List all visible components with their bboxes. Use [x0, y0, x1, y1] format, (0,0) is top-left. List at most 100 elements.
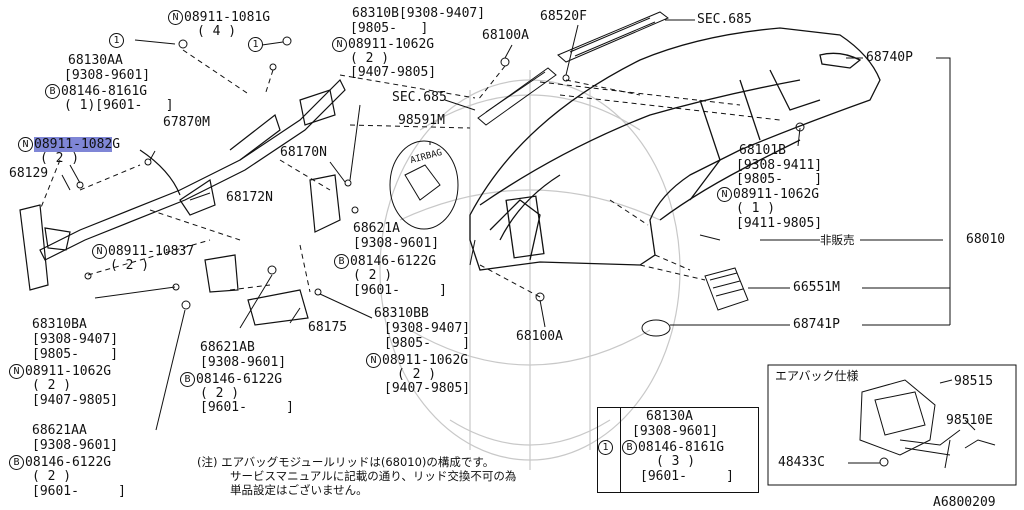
label-68172n: 68172N [226, 190, 273, 205]
label-67870m: 67870M [163, 115, 210, 130]
note-line-2: サービスマニュアルに記載の通り、リッド交換不可の為 [230, 469, 517, 483]
watermark-crest [379, 70, 681, 470]
label-98591m: 98591M [398, 113, 445, 128]
label-68175: 68175 [308, 320, 348, 335]
label-68621ab: 68621AB [200, 340, 255, 355]
n-mark-icon: N [717, 187, 732, 202]
label-68310b-r1: [9805- ] [350, 21, 429, 36]
label-68621ab-r1: [9308-9601] [200, 355, 287, 370]
highlighted-part-number[interactable]: 08911-1082 [34, 137, 113, 152]
steering-member-frame [19, 78, 346, 326]
n-mark-icon: N [332, 37, 347, 52]
callout-1-icon: 1 [109, 33, 124, 48]
part-number: 08911-1062G [382, 353, 469, 368]
label-68621aa-r4: [9601- ] [32, 484, 126, 499]
n-mark-icon: N [9, 364, 24, 379]
defroster-grilles [477, 11, 669, 126]
ref-box-68130a-r1: [9308-9601] [632, 424, 719, 439]
n-mark-icon: N [92, 244, 107, 259]
label-48433c: 48433C [778, 455, 825, 470]
part-number: 08911-1062G [25, 364, 112, 379]
label-68101b-r1: [9308-9411] [736, 158, 823, 173]
label-qty: ( 4 ) [197, 24, 237, 39]
callout-1-right: 1 [248, 37, 264, 52]
label-68101b: 68101B [739, 143, 786, 158]
label-68310bb-r2: [9805- ] [384, 336, 471, 351]
n-mark-icon: N [18, 137, 33, 152]
label-68130aa-r1: [9308-9601] [64, 68, 151, 83]
label-sec685-mid: SEC.685 [392, 90, 447, 105]
label-98515: 98515 [954, 374, 994, 389]
side-vent-66551m [704, 267, 749, 311]
label-68310bb-r1: [9308-9407] [384, 321, 471, 336]
label-68621a-r3: ( 2 ) [353, 268, 393, 283]
label-66551m: 66551M [793, 280, 840, 295]
label-68101b-r5: [9411-9805] [736, 216, 823, 231]
label-68741p: 68741P [793, 317, 840, 332]
airbag-lid [389, 140, 459, 230]
label-08911-10837-qty: ( 2 ) [110, 258, 150, 273]
label-68310b-r4: [9407-9805] [350, 65, 437, 80]
label-68621aa-r3: ( 2 ) [32, 469, 72, 484]
ref-box-68130a-r4: [9601- ] [640, 469, 734, 484]
n-mark-icon: N [366, 353, 381, 368]
label-68170n: 68170N [280, 145, 327, 160]
b-mark-icon: B [334, 254, 349, 269]
part-number: 08146-8161G [61, 84, 148, 99]
b-mark-icon: B [180, 372, 195, 387]
label-68621a: 68621A [353, 221, 400, 236]
ref-box-68130a-title: 68130A [646, 409, 693, 424]
label-68310ba-r1: [9308-9407] [32, 332, 119, 347]
airbag-spec-box [767, 364, 1017, 486]
label-not-for-sale: 非販売 [820, 233, 855, 247]
diagram-id: A6800209 [933, 495, 996, 510]
label-68621aa-r1: [9308-9601] [32, 438, 119, 453]
ref-box-68130a [597, 407, 759, 493]
label-68621ab-r4: [9601- ] [200, 400, 294, 415]
part-number: 08911-1081G [184, 10, 271, 25]
part-number: 08146-6122G [350, 254, 437, 269]
label-68621aa: 68621AA [32, 423, 87, 438]
label-68310ba-r4: ( 2 ) [32, 378, 72, 393]
dashboard-panel [469, 27, 881, 271]
label-68310bb-r5: [9407-9805] [384, 381, 471, 396]
label-68310ba-r2: [9805- ] [32, 347, 119, 362]
label-sec685-top: SEC.685 [697, 12, 752, 27]
label-68621a-r1: [9308-9601] [353, 236, 440, 251]
ref-box-divider [620, 408, 621, 492]
part-number: 08146-6122G [25, 455, 112, 470]
guide-lines-dashed [39, 49, 781, 298]
callout-1-icon: 1 [248, 37, 263, 52]
label-68129: 68129 [9, 166, 49, 181]
label-68130aa-r3: ( 1)[9601- ] [64, 98, 174, 113]
ref-box-callout-1: 1 [598, 440, 614, 455]
label-68101b-r2: [9805- ] [736, 172, 823, 187]
b-mark-icon: B [9, 455, 24, 470]
label-68100a-bottom: 68100A [516, 329, 563, 344]
label-68310b-r3: ( 2 ) [350, 51, 390, 66]
label-68621a-r4: [9601- ] [353, 283, 447, 298]
label-68310ba: 68310BA [32, 317, 87, 332]
part-number: 08146-6122G [196, 372, 283, 387]
label-68310ba-r5: [9407-9805] [32, 393, 119, 408]
label-68310bb: 68310BB [374, 306, 429, 321]
b-mark-icon: B [45, 84, 60, 99]
label-08911-1082g-qty: ( 2 ) [40, 151, 80, 166]
part-number: 08911-1062G [733, 187, 820, 202]
label-68100a-top: 68100A [482, 28, 529, 43]
label-68520f: 68520F [540, 9, 587, 24]
airbag-box-title: エアバック仕様 [775, 369, 859, 383]
label-68621ab-r3: ( 2 ) [200, 386, 240, 401]
part-number: 08911-1062G [348, 37, 435, 52]
